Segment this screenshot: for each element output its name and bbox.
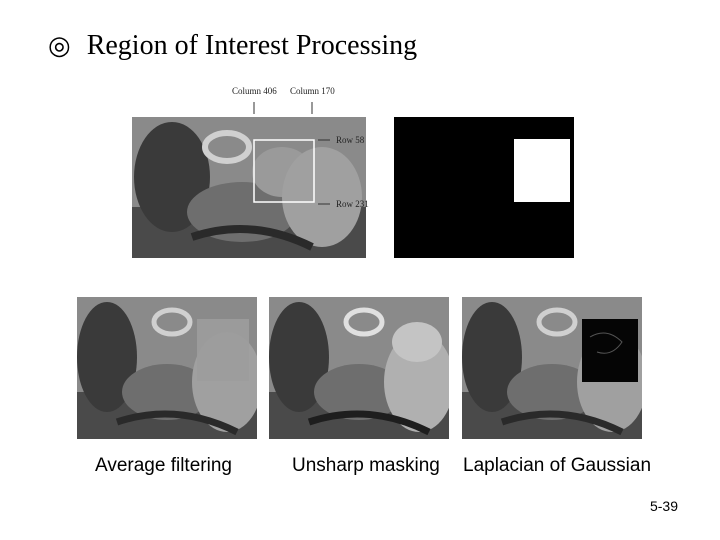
caption-average-filtering: Average filtering	[95, 455, 232, 476]
roi-mask-white-region	[514, 139, 570, 202]
caption-unsharp-masking: Unsharp masking	[292, 455, 440, 476]
roi-mask-image	[394, 117, 574, 258]
row-label-58: Row 58	[336, 135, 365, 145]
row-label-231: Row 231	[336, 199, 369, 209]
laplacian-of-gaussian-image	[462, 297, 642, 439]
unsharp-masking-image	[269, 297, 449, 439]
slide-title-text: Region of Interest Processing	[86, 30, 418, 61]
page-number: 5-39	[649, 498, 678, 514]
average-filtering-image	[77, 297, 257, 439]
slide-title: ◎ Region of Interest Processing	[48, 30, 417, 62]
bullet-icon: ◎	[48, 31, 71, 60]
roi-annotation-lines	[253, 102, 330, 205]
column-label-170: Column 170	[290, 86, 335, 96]
column-label-406: Column 406	[232, 86, 277, 96]
caption-laplacian-of-gaussian: Laplacian of Gaussian	[463, 455, 652, 476]
